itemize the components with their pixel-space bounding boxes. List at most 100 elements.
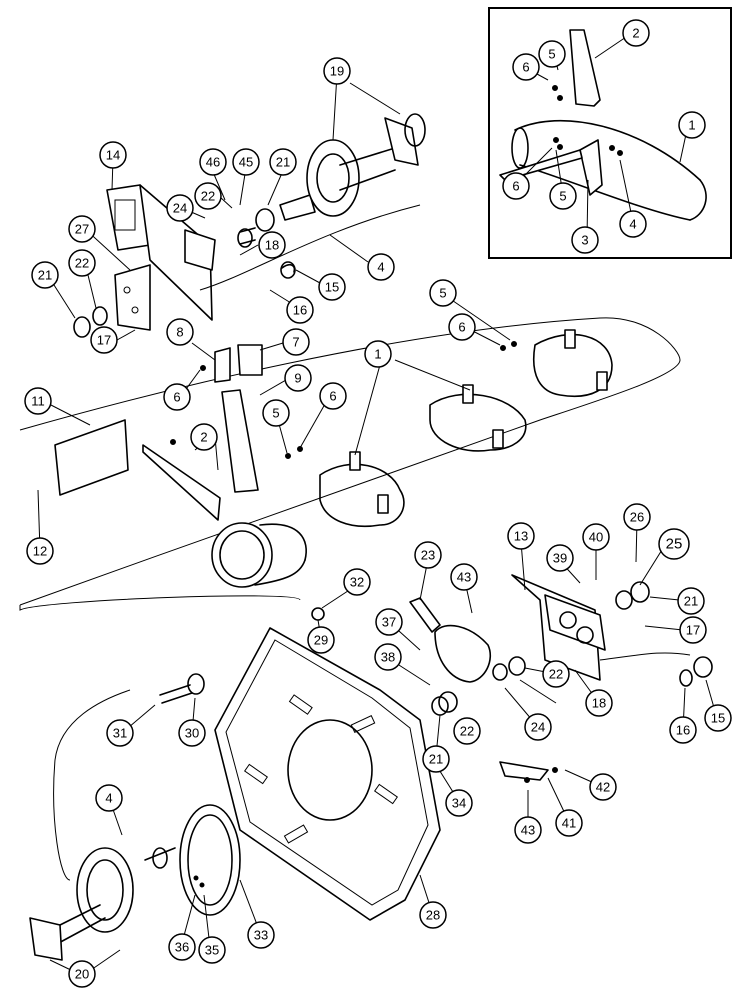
callout-4c: 4 [95, 784, 123, 812]
callout-15a: 15 [318, 273, 346, 301]
callout-5a: 5 [538, 40, 566, 68]
callout-9: 9 [284, 364, 312, 392]
svg-text:3: 3 [581, 233, 588, 248]
svg-text:46: 46 [206, 155, 220, 170]
callout-22c: 22 [542, 660, 570, 688]
svg-text:1: 1 [374, 347, 381, 362]
callouts: 2 1 5 6 6 5 4 3 19 14 46 45 21 24 22 27 … [24, 19, 732, 988]
callout-38: 38 [374, 643, 402, 671]
svg-text:22: 22 [201, 189, 215, 204]
callout-36: 36 [168, 933, 196, 961]
svg-text:27: 27 [75, 222, 89, 237]
callout-5d: 5 [429, 279, 457, 307]
callout-24b: 24 [524, 713, 552, 741]
svg-text:4: 4 [629, 217, 636, 232]
svg-text:15: 15 [325, 280, 339, 295]
callout-22a: 22 [194, 182, 222, 210]
callout-27: 27 [68, 215, 96, 243]
svg-text:45: 45 [239, 155, 253, 170]
callout-35: 35 [198, 936, 226, 964]
callout-23: 23 [414, 541, 442, 569]
svg-text:17: 17 [97, 333, 111, 348]
callout-18a: 18 [258, 231, 286, 259]
callout-29: 29 [307, 626, 335, 654]
svg-text:22: 22 [460, 724, 474, 739]
callout-21b: 21 [31, 261, 59, 289]
svg-text:30: 30 [185, 726, 199, 741]
callout-21a: 21 [269, 148, 297, 176]
callout-7: 7 [282, 328, 310, 356]
svg-text:21: 21 [38, 268, 52, 283]
callout-37: 37 [375, 608, 403, 636]
svg-text:6: 6 [458, 320, 465, 335]
callout-42: 42 [589, 773, 617, 801]
callout-32: 32 [343, 568, 371, 596]
svg-text:7: 7 [292, 335, 299, 350]
callout-2a: 2 [622, 19, 650, 47]
inset-frame [488, 7, 732, 259]
callout-6e: 6 [448, 313, 476, 341]
svg-text:17: 17 [686, 623, 700, 638]
svg-text:12: 12 [33, 544, 47, 559]
callout-17a: 17 [90, 326, 118, 354]
svg-text:18: 18 [265, 238, 279, 253]
callout-15b: 15 [704, 704, 732, 732]
callout-6a: 6 [512, 53, 540, 81]
callout-26: 26 [623, 503, 651, 531]
callout-22d: 22 [453, 717, 481, 745]
callout-20: 20 [68, 960, 96, 988]
callout-4a: 4 [619, 210, 647, 238]
callout-45: 45 [232, 148, 260, 176]
callout-43a: 43 [450, 563, 478, 591]
callout-24a: 24 [166, 194, 194, 222]
svg-text:33: 33 [254, 928, 268, 943]
svg-text:14: 14 [106, 148, 120, 163]
svg-text:25: 25 [666, 536, 683, 553]
svg-text:22: 22 [75, 256, 89, 271]
callout-16b: 16 [669, 716, 697, 744]
svg-text:1: 1 [688, 118, 695, 133]
callout-13: 13 [507, 522, 535, 550]
svg-text:6: 6 [522, 60, 529, 75]
svg-text:41: 41 [562, 816, 576, 831]
svg-text:37: 37 [382, 615, 396, 630]
svg-text:16: 16 [293, 303, 307, 318]
svg-text:35: 35 [205, 943, 219, 958]
callout-1a: 1 [678, 111, 706, 139]
svg-text:6: 6 [512, 179, 519, 194]
svg-text:5: 5 [272, 406, 279, 421]
svg-text:20: 20 [75, 967, 89, 982]
callout-16a: 16 [286, 296, 314, 324]
callout-6d: 6 [319, 382, 347, 410]
svg-text:42: 42 [596, 780, 610, 795]
callout-34: 34 [445, 789, 473, 817]
svg-text:39: 39 [553, 551, 567, 566]
callout-17b: 17 [679, 616, 707, 644]
svg-text:19: 19 [330, 64, 344, 79]
middle-assembly [19, 317, 681, 606]
callout-41: 41 [555, 809, 583, 837]
svg-text:15: 15 [711, 711, 725, 726]
svg-text:5: 5 [559, 189, 566, 204]
callout-4b: 4 [367, 253, 395, 281]
svg-text:43: 43 [521, 823, 535, 838]
svg-text:2: 2 [200, 430, 207, 445]
callout-5c: 5 [262, 399, 290, 427]
svg-text:24: 24 [173, 201, 187, 216]
svg-text:36: 36 [175, 940, 189, 955]
callout-1b: 1 [364, 340, 392, 368]
callout-39: 39 [546, 544, 574, 572]
callout-30: 30 [178, 719, 206, 747]
callout-12: 12 [26, 537, 54, 565]
svg-text:22: 22 [549, 667, 563, 682]
svg-text:6: 6 [329, 389, 336, 404]
callout-22b: 22 [68, 249, 96, 277]
svg-text:31: 31 [113, 726, 127, 741]
octagon-plate [19, 595, 441, 921]
svg-text:21: 21 [276, 155, 290, 170]
callout-11: 11 [24, 387, 52, 415]
callout-46: 46 [199, 148, 227, 176]
svg-text:28: 28 [426, 908, 440, 923]
svg-text:9: 9 [294, 371, 301, 386]
